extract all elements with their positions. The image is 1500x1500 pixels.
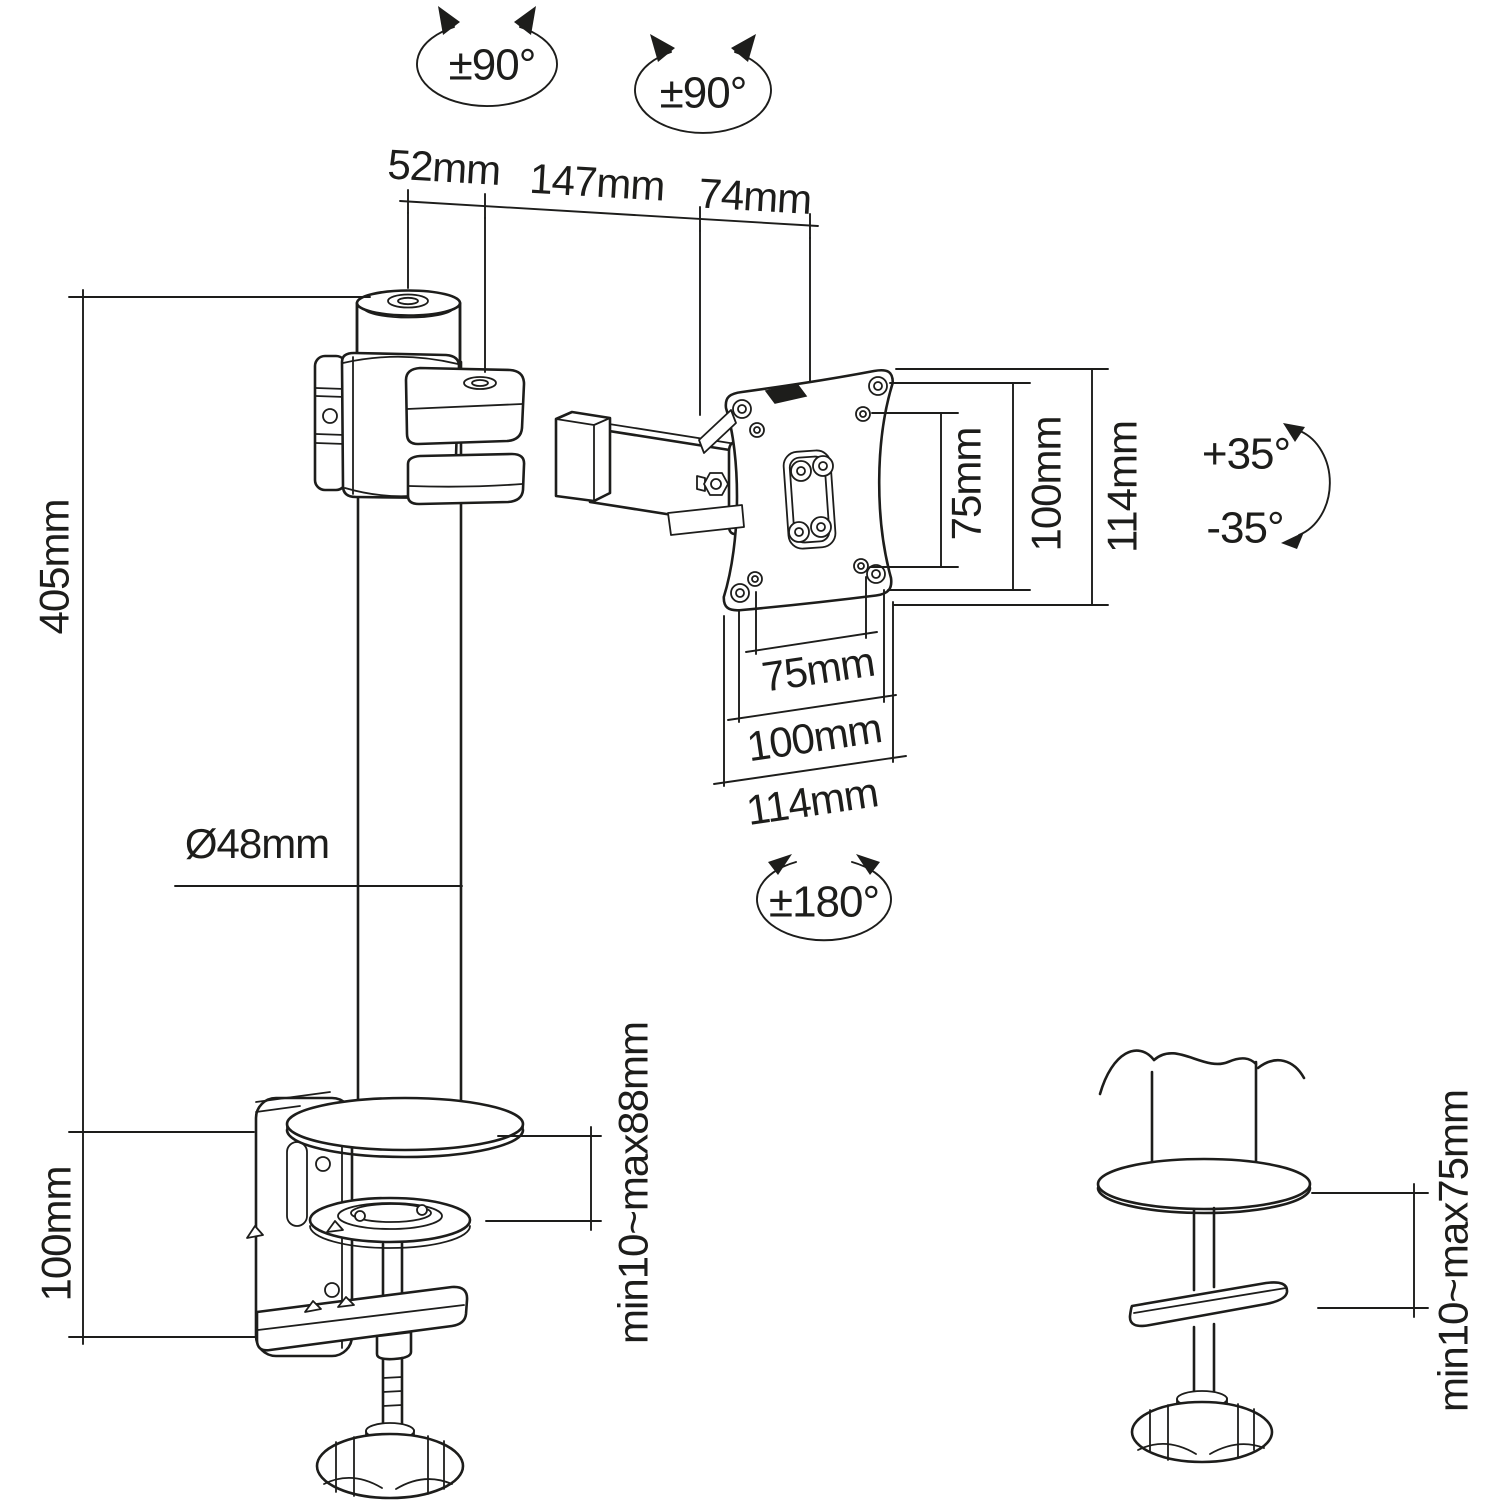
- arm-lower-link: [406, 452, 526, 506]
- dim-vesa-head-depth: 74mm: [697, 169, 812, 223]
- pole-cap-top: [355, 289, 462, 317]
- under-desk-pad: [308, 1196, 472, 1244]
- grommet-range-dimension: min10~max75mm: [1311, 1090, 1477, 1412]
- hinge-lower-bracket: [667, 504, 745, 536]
- left-dimension-lines: 405mm 100mm: [31, 289, 371, 1345]
- grommet-knob: [1130, 1390, 1274, 1464]
- rotate-arrow-left-icon: [438, 6, 460, 35]
- tilt-up-label: +35°: [1202, 429, 1290, 478]
- top-dimension-lines: 52mm 147mm 74mm: [386, 140, 819, 416]
- vesa-vertical-dimensions: 75mm 100mm 114mm: [869, 368, 1146, 606]
- rotate-arrow-right-icon: [514, 6, 536, 35]
- dim-clamp-desk-range: min10~max88mm: [610, 1022, 657, 1344]
- dim-pole-diameter: Ø48mm: [185, 820, 329, 867]
- desk-pad: [285, 1096, 525, 1152]
- collar-bolt-hole: [322, 408, 338, 424]
- rotate-arrow-left-icon: [768, 854, 792, 875]
- grommet-desk-disc: [1096, 1157, 1312, 1211]
- tilt-arrow-down-icon: [1281, 532, 1304, 549]
- dim-vesa-vertical-114: 114mm: [1099, 421, 1146, 553]
- arm-sleeve: [554, 410, 612, 503]
- arm-swivel-label: ±90°: [660, 68, 747, 117]
- clamp-knob: [315, 1422, 465, 1500]
- dim-grommet-desk-range: min10~max75mm: [1430, 1090, 1477, 1412]
- tilt-down-label: -35°: [1206, 503, 1283, 552]
- rotate-arrow-left-icon: [650, 34, 675, 62]
- pole-swivel-label: ±90°: [449, 40, 536, 89]
- articulating-arm: [404, 366, 758, 536]
- hinge-nut: [703, 472, 729, 496]
- rotate-arrow-right-icon: [731, 34, 756, 62]
- dim-arm-length: 147mm: [528, 155, 666, 210]
- grommet-under-plate: [1128, 1281, 1289, 1328]
- arm-joint-hole: [463, 376, 497, 390]
- dim-pole-height: 405mm: [31, 499, 78, 634]
- hinge-cap: [764, 383, 808, 404]
- arm-swivel-rotation-symbol: ±90°: [634, 34, 772, 134]
- rotate-arrow-right-icon: [856, 854, 880, 875]
- monitor-arm-drawing: [246, 289, 1312, 1500]
- vesa-rotation-symbol: ±180°: [756, 854, 892, 942]
- pole-break-wave: [1098, 1049, 1156, 1096]
- dim-pole-top-offset: 52mm: [386, 140, 501, 194]
- tilt-arrow-up-icon: [1283, 423, 1305, 442]
- dim-vesa-horizontal-114: 114mm: [743, 768, 880, 834]
- pole-swivel-rotation-symbol: ±90°: [416, 6, 558, 107]
- clamp-lower-arm: [255, 1285, 469, 1352]
- dim-clamp-bracket-height: 100mm: [33, 1166, 80, 1301]
- dim-vesa-vertical-75: 75mm: [943, 428, 990, 541]
- grommet-mount-detail: [1096, 1049, 1312, 1464]
- pole-diameter-dimension: Ø48mm: [174, 820, 463, 887]
- vesa-plate: [667, 368, 895, 612]
- hinge-upper-bracket: [698, 409, 737, 454]
- clamp-range-dimension: min10~max88mm: [485, 1022, 657, 1344]
- plate-rotation-label: ±180°: [769, 877, 879, 926]
- dim-vesa-vertical-100: 100mm: [1023, 416, 1070, 551]
- desk-clamp: [246, 1091, 525, 1500]
- vesa-horizontal-dimensions: 75mm 100mm 114mm: [713, 576, 907, 834]
- tilt-angle-annotation: +35° -35°: [1202, 423, 1331, 552]
